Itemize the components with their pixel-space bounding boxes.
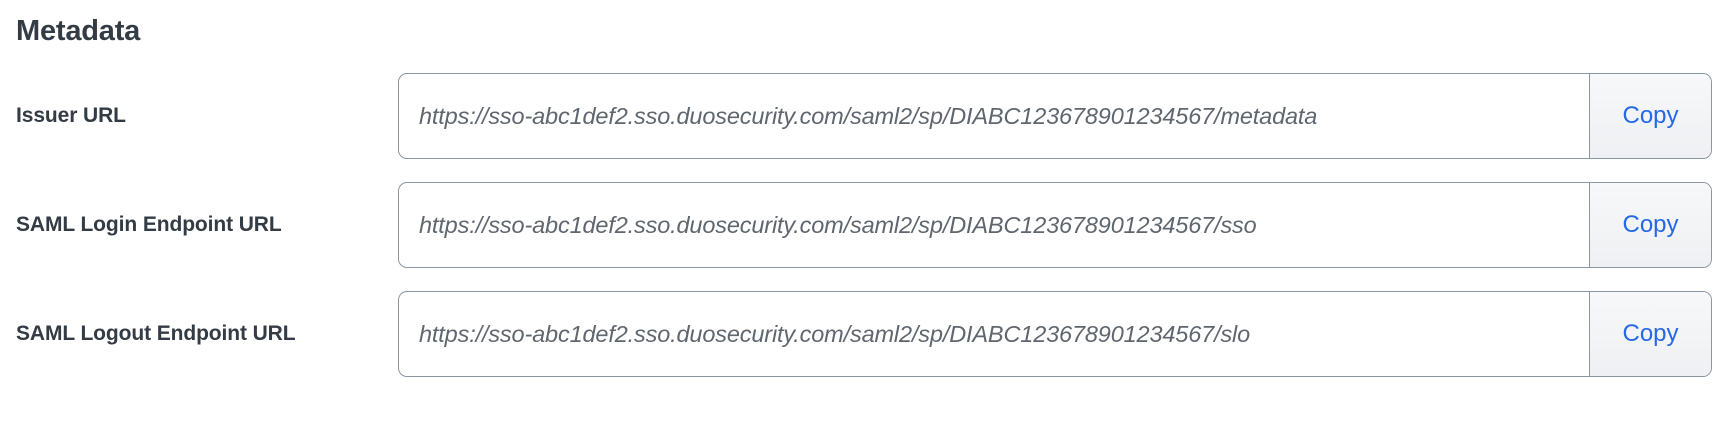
metadata-field-list: Issuer URL Copy SAML Login Endpoint URL … xyxy=(16,73,1712,377)
copy-button-issuer-url[interactable]: Copy xyxy=(1589,74,1711,158)
saml-login-endpoint-url-input[interactable] xyxy=(399,183,1589,267)
copy-button-saml-logout-endpoint-url[interactable]: Copy xyxy=(1589,292,1711,376)
page-title: Metadata xyxy=(16,15,141,47)
field-label-saml-login-endpoint-url: SAML Login Endpoint URL xyxy=(16,213,282,236)
issuer-url-input[interactable] xyxy=(399,74,1589,158)
input-group-saml-login-endpoint-url: Copy xyxy=(398,182,1712,268)
field-label-issuer-url: Issuer URL xyxy=(16,104,126,127)
input-group-issuer-url: Copy xyxy=(398,73,1712,159)
field-row-issuer-url: Issuer URL Copy xyxy=(16,73,1712,159)
copy-button-saml-login-endpoint-url[interactable]: Copy xyxy=(1589,183,1711,267)
field-row-saml-logout-endpoint-url: SAML Logout Endpoint URL Copy xyxy=(16,291,1712,377)
field-row-saml-login-endpoint-url: SAML Login Endpoint URL Copy xyxy=(16,182,1712,268)
field-label-saml-logout-endpoint-url: SAML Logout Endpoint URL xyxy=(16,322,296,345)
input-group-saml-logout-endpoint-url: Copy xyxy=(398,291,1712,377)
saml-logout-endpoint-url-input[interactable] xyxy=(399,292,1589,376)
